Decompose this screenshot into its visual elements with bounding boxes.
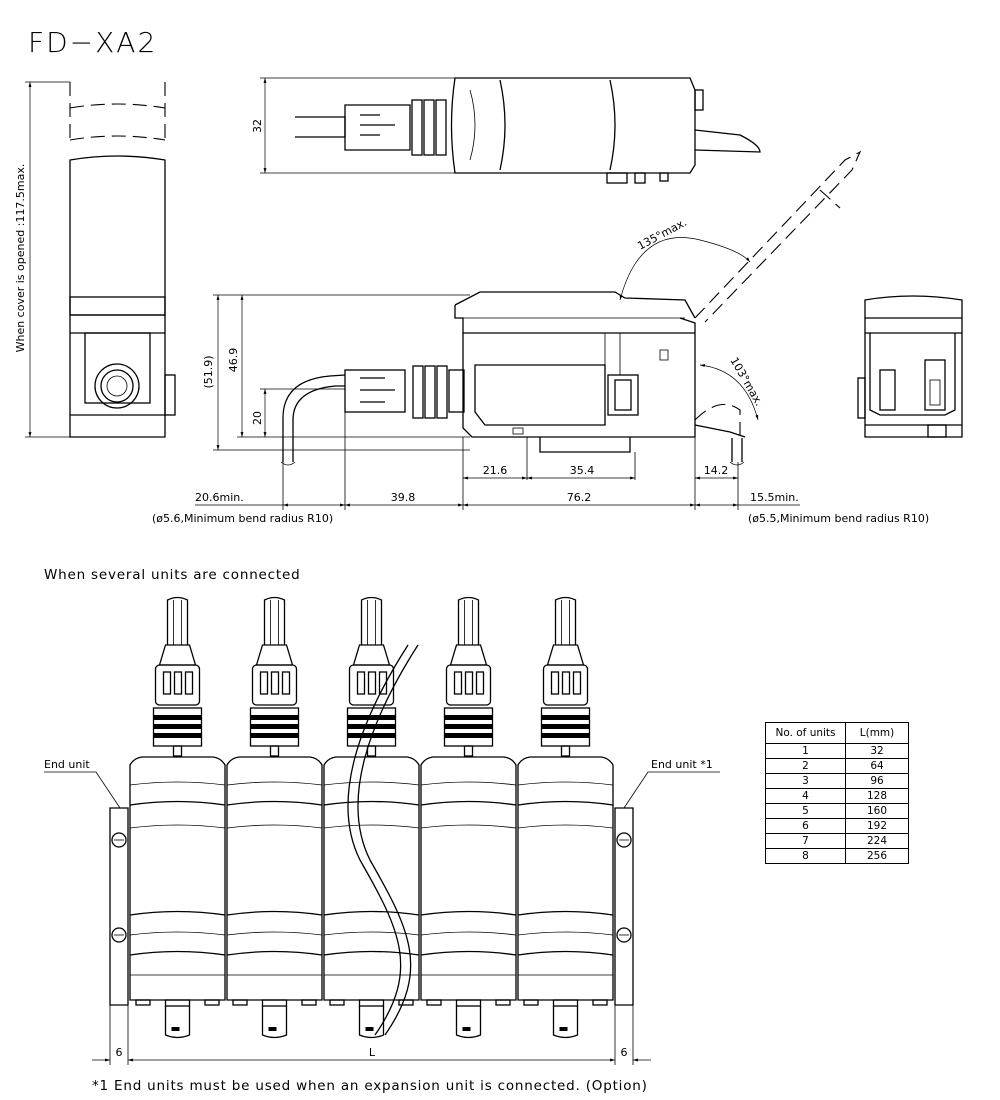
sensor-unit — [226, 596, 323, 1039]
table-header-units: No. of units — [765, 722, 846, 744]
side-view: (51.9) 46.9 20 135°max. — [152, 150, 929, 525]
units-count-cell: 1 — [765, 743, 846, 759]
dim-35-4: 35.4 — [570, 464, 595, 477]
units-count-cell: 2 — [765, 758, 846, 774]
sensor-unit — [420, 596, 517, 1039]
units-count-cell: 3 — [765, 773, 846, 789]
top-view: 32 — [251, 77, 761, 184]
length-cell: 224 — [845, 833, 909, 849]
top-height-dim: 32 — [251, 119, 264, 133]
length-cell: 64 — [845, 758, 909, 774]
bend-note-right: (ø5.5,Minimum bend radius R10) — [748, 512, 929, 525]
assembly-view: When several units are connected End uni… — [44, 567, 720, 1094]
units-count-cell: 5 — [765, 803, 846, 819]
bend-note-left: (ø5.6,Minimum bend radius R10) — [152, 512, 333, 525]
drawing-title: FD−XA2 — [28, 26, 157, 59]
end-unit-left-label: End unit — [44, 758, 90, 771]
length-cell: 96 — [845, 773, 909, 789]
length-cell: 192 — [845, 818, 909, 834]
latch-angle-label: 103°max. — [727, 355, 765, 408]
units-count-cell: 7 — [765, 833, 846, 849]
units-count-cell: 4 — [765, 788, 846, 804]
dim-side-left: 6 — [116, 1046, 123, 1059]
end-view — [857, 295, 963, 438]
length-cell: 256 — [845, 848, 909, 864]
dim-39-8: 39.8 — [391, 491, 416, 504]
assembly-footnote: *1 End units must be used when an expans… — [92, 1078, 648, 1094]
end-unit-right-label: End unit *1 — [651, 758, 713, 771]
dim-14-2: 14.2 — [704, 464, 729, 477]
sensor-unit — [129, 596, 226, 1039]
dim-length-l: L — [369, 1046, 376, 1059]
dim-20-6-min: 20.6min. — [195, 491, 244, 504]
cover-angle-label: 135°max. — [635, 216, 689, 253]
sensor-unit — [517, 596, 614, 1039]
length-cell: 32 — [845, 743, 909, 759]
dim-side-right: 6 — [621, 1046, 628, 1059]
table-header-length: L(mm) — [845, 722, 909, 744]
side-body-dim: 46.9 — [227, 348, 240, 373]
units-count-cell: 6 — [765, 818, 846, 834]
side-low-dim: 20 — [251, 411, 264, 425]
assembly-heading: When several units are connected — [44, 567, 300, 583]
side-total-dim: (51.9) — [202, 355, 215, 388]
length-cell: 160 — [845, 803, 909, 819]
cover-open-note: When cover is opened :117.5max. — [14, 164, 27, 353]
dim-76-2: 76.2 — [567, 491, 592, 504]
sensor-unit — [323, 596, 420, 1039]
front-view: When cover is opened :117.5max. — [14, 81, 176, 438]
length-cell: 128 — [845, 788, 909, 804]
dim-15-5-min: 15.5min. — [750, 491, 799, 504]
dim-21-6: 21.6 — [483, 464, 508, 477]
units-count-cell: 8 — [765, 848, 846, 864]
